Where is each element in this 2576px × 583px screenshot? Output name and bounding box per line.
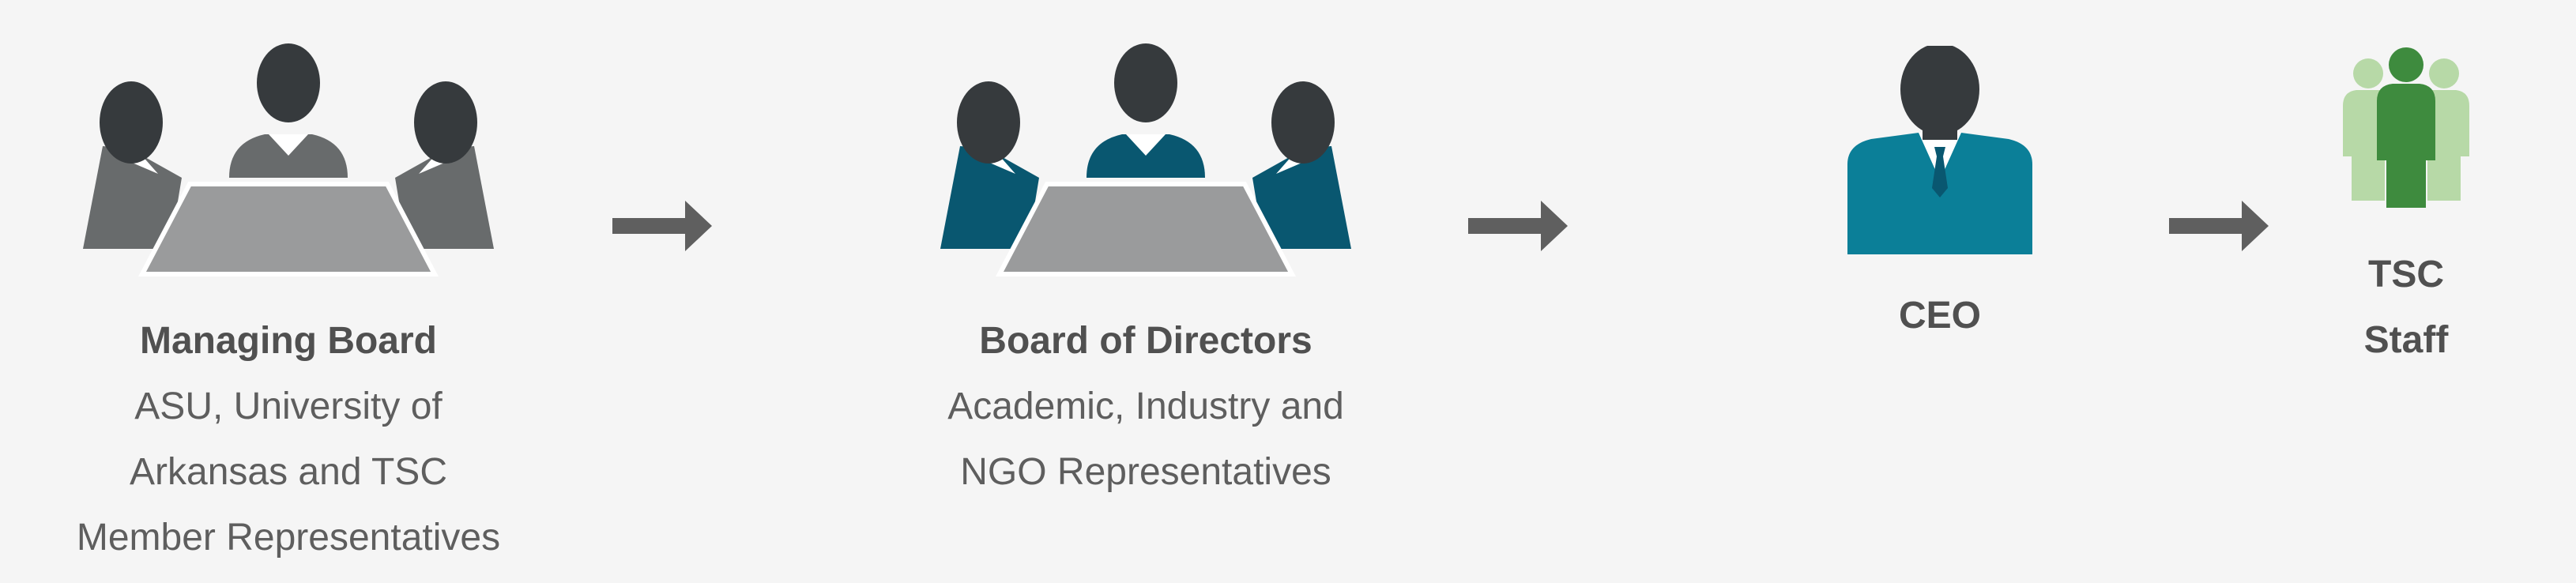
arrow-right-icon <box>2169 201 2269 251</box>
board-of-directors-caption: Board of Directors Academic, Industry an… <box>889 308 1403 505</box>
arrow-right-icon <box>612 201 712 251</box>
ceo-person-icon <box>1847 46 2032 254</box>
managing-board-line-2: Arkansas and TSC <box>130 451 447 493</box>
managing-board-title: Managing Board <box>139 320 437 362</box>
staff-front-body <box>2377 84 2435 208</box>
tsc-staff-title-line-1: TSC <box>2368 254 2444 295</box>
managing-board-line-1: ASU, University of <box>134 386 443 427</box>
table-shape <box>138 182 439 276</box>
table-shape <box>996 182 1296 276</box>
center-person-head <box>1114 43 1177 122</box>
left-person-head <box>100 81 163 164</box>
center-person-body <box>229 134 348 178</box>
tsc-staff-title-line-2: Staff <box>2363 319 2449 361</box>
center-person-body <box>1087 134 1205 178</box>
staff-front-head <box>2389 47 2423 82</box>
managing-board-line-3: Member Representatives <box>76 517 501 559</box>
ceo-title: CEO <box>1898 295 1981 337</box>
center-person-head <box>257 43 320 122</box>
ceo-head <box>1900 46 1979 135</box>
right-person-head <box>414 81 477 164</box>
right-person-head <box>1271 81 1335 164</box>
tsc-staff-caption: TSC Staff <box>2292 242 2521 373</box>
left-person-head <box>957 81 1020 164</box>
staff-group-icon <box>2343 47 2469 208</box>
left-person-body <box>940 146 1039 249</box>
ceo-caption: CEO <box>1723 283 2157 348</box>
board-of-directors-line-2: NGO Representatives <box>960 451 1331 493</box>
ceo-tie <box>1932 147 1948 197</box>
board-of-directors-line-1: Academic, Industry and <box>947 386 1344 427</box>
right-person-body <box>1252 146 1351 249</box>
arrow-right-icon <box>1468 201 1568 251</box>
managing-board-caption: Managing Board ASU, University of Arkans… <box>32 308 545 570</box>
board-of-directors-title: Board of Directors <box>979 320 1312 362</box>
board-of-directors-meeting-icon <box>940 43 1351 276</box>
left-person-body <box>83 146 182 249</box>
managing-board-meeting-icon <box>83 43 494 276</box>
right-person-body <box>395 146 494 249</box>
